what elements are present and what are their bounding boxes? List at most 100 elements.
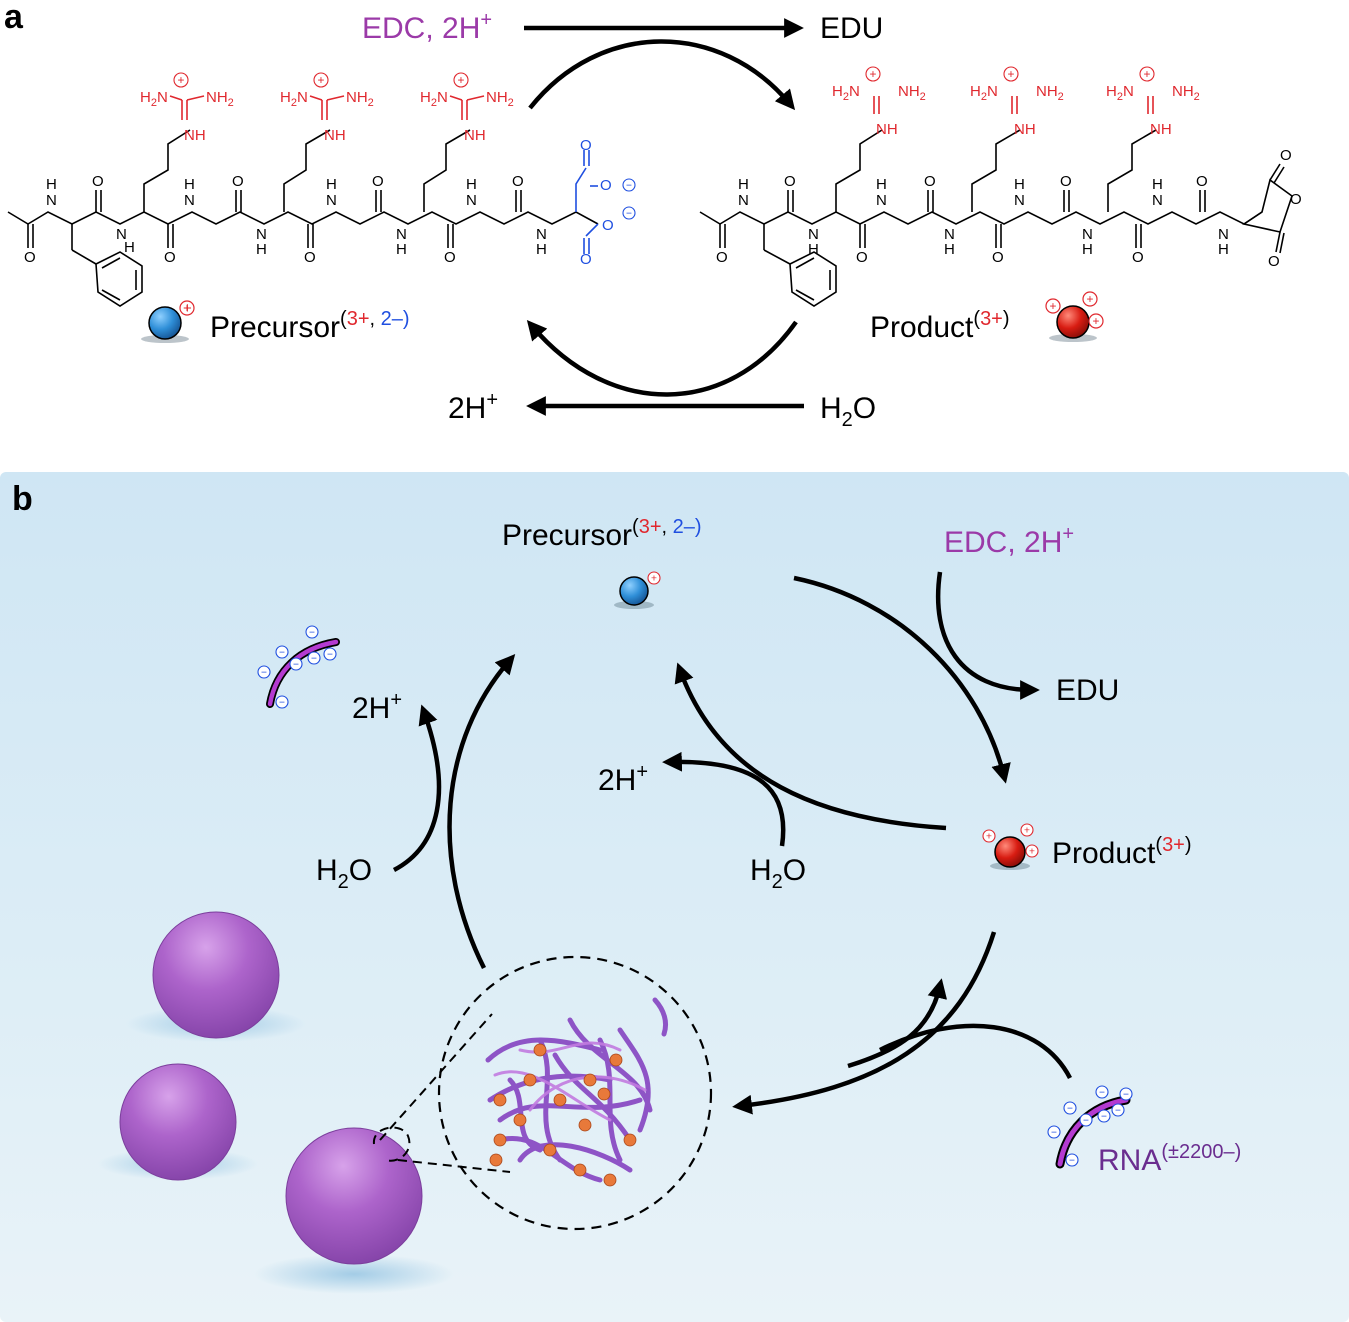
svg-text:O: O [602, 217, 614, 234]
svg-text:H: H [326, 176, 337, 193]
panel-a-byproduct: EDU [820, 12, 883, 45]
svg-text:H: H [1082, 241, 1093, 258]
svg-text:NH2: NH2 [1172, 83, 1200, 103]
svg-text:H: H [46, 176, 57, 193]
svg-text:H: H [1014, 176, 1025, 193]
positive-charge-icon: + [1144, 67, 1151, 81]
guanidinium-6: NH H2N NH2 + [1106, 66, 1200, 138]
precursor-structure: O O O O O O O O NH NH NH NH NH NH NH NH [7, 72, 636, 307]
svg-text:N: N [396, 226, 407, 243]
svg-text:N: N [1152, 192, 1163, 209]
assembly-arrow [732, 931, 997, 1115]
svg-text:NH2: NH2 [486, 89, 514, 109]
svg-text:O: O [600, 177, 612, 194]
svg-text:+: + [183, 300, 192, 317]
product-bead-icon: + + + [1045, 291, 1104, 342]
svg-text:N: N [876, 192, 887, 209]
svg-text:N: N [1218, 226, 1229, 243]
svg-text:O: O [164, 249, 176, 266]
svg-text:H: H [876, 176, 887, 193]
svg-text:O: O [92, 173, 104, 190]
svg-text:O: O [304, 249, 316, 266]
negative-charge-icon: − [279, 697, 285, 708]
svg-text:O: O [24, 249, 36, 266]
svg-text:N: N [466, 192, 477, 209]
svg-text:O: O [924, 173, 936, 190]
svg-text:H: H [184, 176, 195, 193]
svg-text:O: O [1268, 253, 1280, 270]
svg-text:NH: NH [1014, 121, 1036, 138]
svg-text:NH2: NH2 [206, 89, 234, 109]
panel-a-water: H2O [820, 392, 876, 431]
panel-a-protons: 2H+ [448, 389, 498, 425]
negative-charge-icon: − [1123, 1089, 1129, 1100]
svg-text:NH: NH [464, 127, 486, 144]
negative-charge-icon: − [1099, 1087, 1105, 1098]
negative-charge-icon: − [261, 667, 267, 678]
svg-text:NH: NH [1150, 121, 1172, 138]
negative-charge-icon: − [293, 659, 299, 670]
svg-text:O: O [784, 173, 796, 190]
positive-charge-icon: + [986, 831, 992, 842]
peptide-rna-network-icon [485, 997, 669, 1187]
guanidinium-2: NH H2N NH2 + [280, 72, 374, 144]
svg-text:N: N [1082, 226, 1093, 243]
negative-charge-icon: − [1069, 1155, 1075, 1166]
svg-text:O: O [580, 137, 592, 154]
svg-text:H: H [808, 241, 819, 258]
rna-strand-icon: − − − − − − − [257, 625, 340, 709]
panel-b-label: b [12, 480, 33, 518]
negative-charge-icon: − [279, 647, 285, 658]
svg-text:H: H [944, 241, 955, 258]
positive-charge-icon: + [1029, 846, 1035, 857]
panel-b-background [0, 472, 1349, 1322]
svg-text:N: N [256, 226, 267, 243]
activation-arrow [793, 575, 1011, 784]
svg-text:O: O [232, 173, 244, 190]
droplet-hydrolysis-arrow [447, 654, 516, 970]
guanidinium-3: NH H2N NH2 + [420, 72, 514, 144]
svg-text:H: H [1152, 176, 1163, 193]
negative-charge-icon: − [1101, 1111, 1107, 1122]
svg-text:NH: NH [876, 121, 898, 138]
svg-text:H: H [396, 241, 407, 258]
mid-protons: 2H+ [598, 761, 648, 797]
positive-charge-icon: + [1087, 292, 1094, 306]
product-bead-icon: + + + [982, 823, 1039, 870]
svg-text:H2N: H2N [280, 89, 308, 109]
left-protons: 2H+ [352, 689, 402, 725]
svg-text:H2N: H2N [832, 83, 860, 103]
svg-text:N: N [46, 192, 57, 209]
panel-a-reagent: EDC, 2H+ [362, 9, 492, 45]
left-water-branch [392, 704, 442, 872]
coacervate-droplet-icon [254, 1127, 454, 1294]
panel-b-reagent: EDC, 2H+ [944, 523, 1074, 559]
positive-charge-icon: + [318, 73, 325, 87]
disassembly-arrow [847, 978, 948, 1069]
positive-charge-icon: + [1008, 67, 1015, 81]
panel-a: a EDC, 2H+ EDU 2H+ H2O + + Precurso [4, 0, 1302, 431]
svg-text:N: N [116, 226, 127, 243]
svg-text:H: H [1218, 241, 1229, 258]
negative-charge-icon: − [309, 627, 315, 638]
panel-a-label: a [4, 0, 24, 36]
coacervate-droplet-icon [98, 1063, 258, 1181]
guanidinium-1: NH H2N NH2 + [140, 72, 234, 144]
negative-charge-icon: − [1083, 1115, 1089, 1126]
svg-text:O: O [1196, 173, 1208, 190]
left-water: H2O [316, 854, 372, 893]
mid-water: H2O [750, 854, 806, 893]
positive-charge-icon: + [1093, 314, 1100, 328]
negative-charge-icon: − [626, 180, 632, 191]
panel-b-byproduct: EDU [1056, 674, 1119, 707]
positive-charge-icon: + [458, 73, 465, 87]
product-structure: O O O O O O O O NH NH NH NH NH NH NH NH [699, 66, 1302, 307]
svg-text:NH2: NH2 [346, 89, 374, 109]
precursor-label-b: Precursor(3+, 2–) [502, 516, 702, 552]
svg-text:O: O [992, 249, 1004, 266]
negative-charge-icon: − [1051, 1127, 1057, 1138]
solution-hydrolysis-arrow [674, 662, 947, 831]
svg-text:O: O [1060, 173, 1072, 190]
svg-text:H: H [536, 241, 547, 258]
